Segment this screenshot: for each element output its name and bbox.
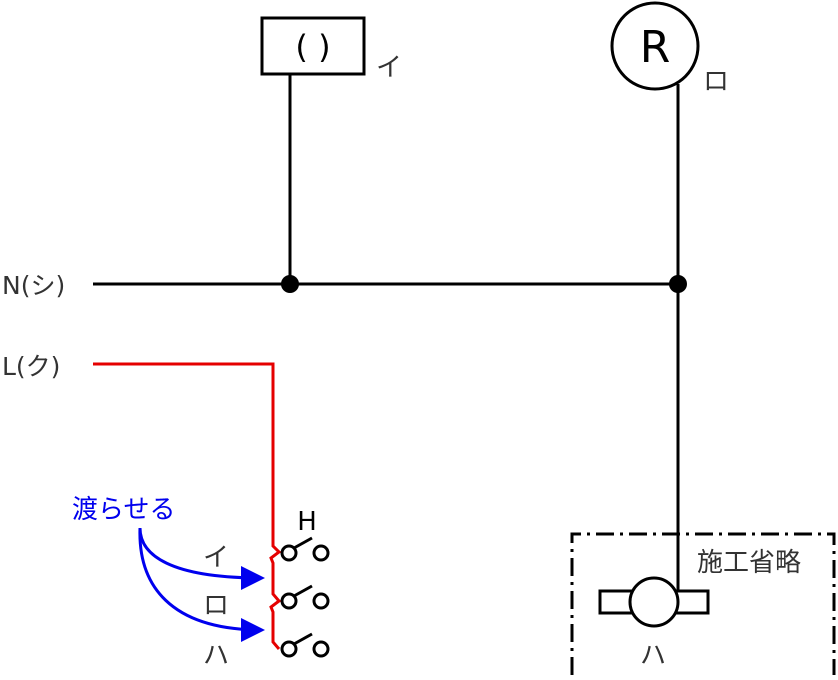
receptacle-symbol: R [640, 22, 671, 73]
switch-ha-contact-right [312, 640, 330, 658]
switch-ha-label: ハ [203, 641, 229, 671]
receptacle-mark: ロ [703, 67, 729, 97]
fixture-symbol: ( ) [295, 28, 330, 66]
neutral-label: N(シ) [2, 271, 65, 300]
jumper-arrow-upper [138, 527, 265, 590]
switch-ro [280, 584, 330, 610]
jumper-arrow-lower [138, 527, 265, 642]
fixture-mark: イ [376, 53, 402, 83]
switch-ro-contact-left [280, 592, 298, 610]
switch-ha [280, 632, 330, 658]
switch-ro-label: ロ [203, 591, 229, 621]
switch-i-contact-left [280, 544, 298, 562]
switch-i-label: イ [203, 543, 229, 573]
outlet-circle [628, 576, 680, 628]
switch-i [280, 536, 330, 562]
receptacle-circle [610, 1, 700, 91]
switch-ha-contact-left [280, 640, 298, 658]
jumper-note: 渡らせる [72, 495, 175, 525]
switch-i-contact-right [312, 544, 330, 562]
live-label: L(ク) [2, 352, 60, 381]
switch-ro-blade [293, 584, 313, 598]
switch-i-blade [293, 536, 313, 550]
fixture-box [260, 16, 366, 76]
omitted-area-border [570, 532, 836, 675]
switch-ro-contact-right [312, 592, 330, 610]
switch-group-label: H [297, 507, 317, 537]
outlet-mark: ハ [640, 641, 666, 671]
omitted-label: 施工省略 [697, 548, 801, 578]
live-wire [93, 362, 282, 650]
switch-ha-blade [293, 632, 313, 646]
